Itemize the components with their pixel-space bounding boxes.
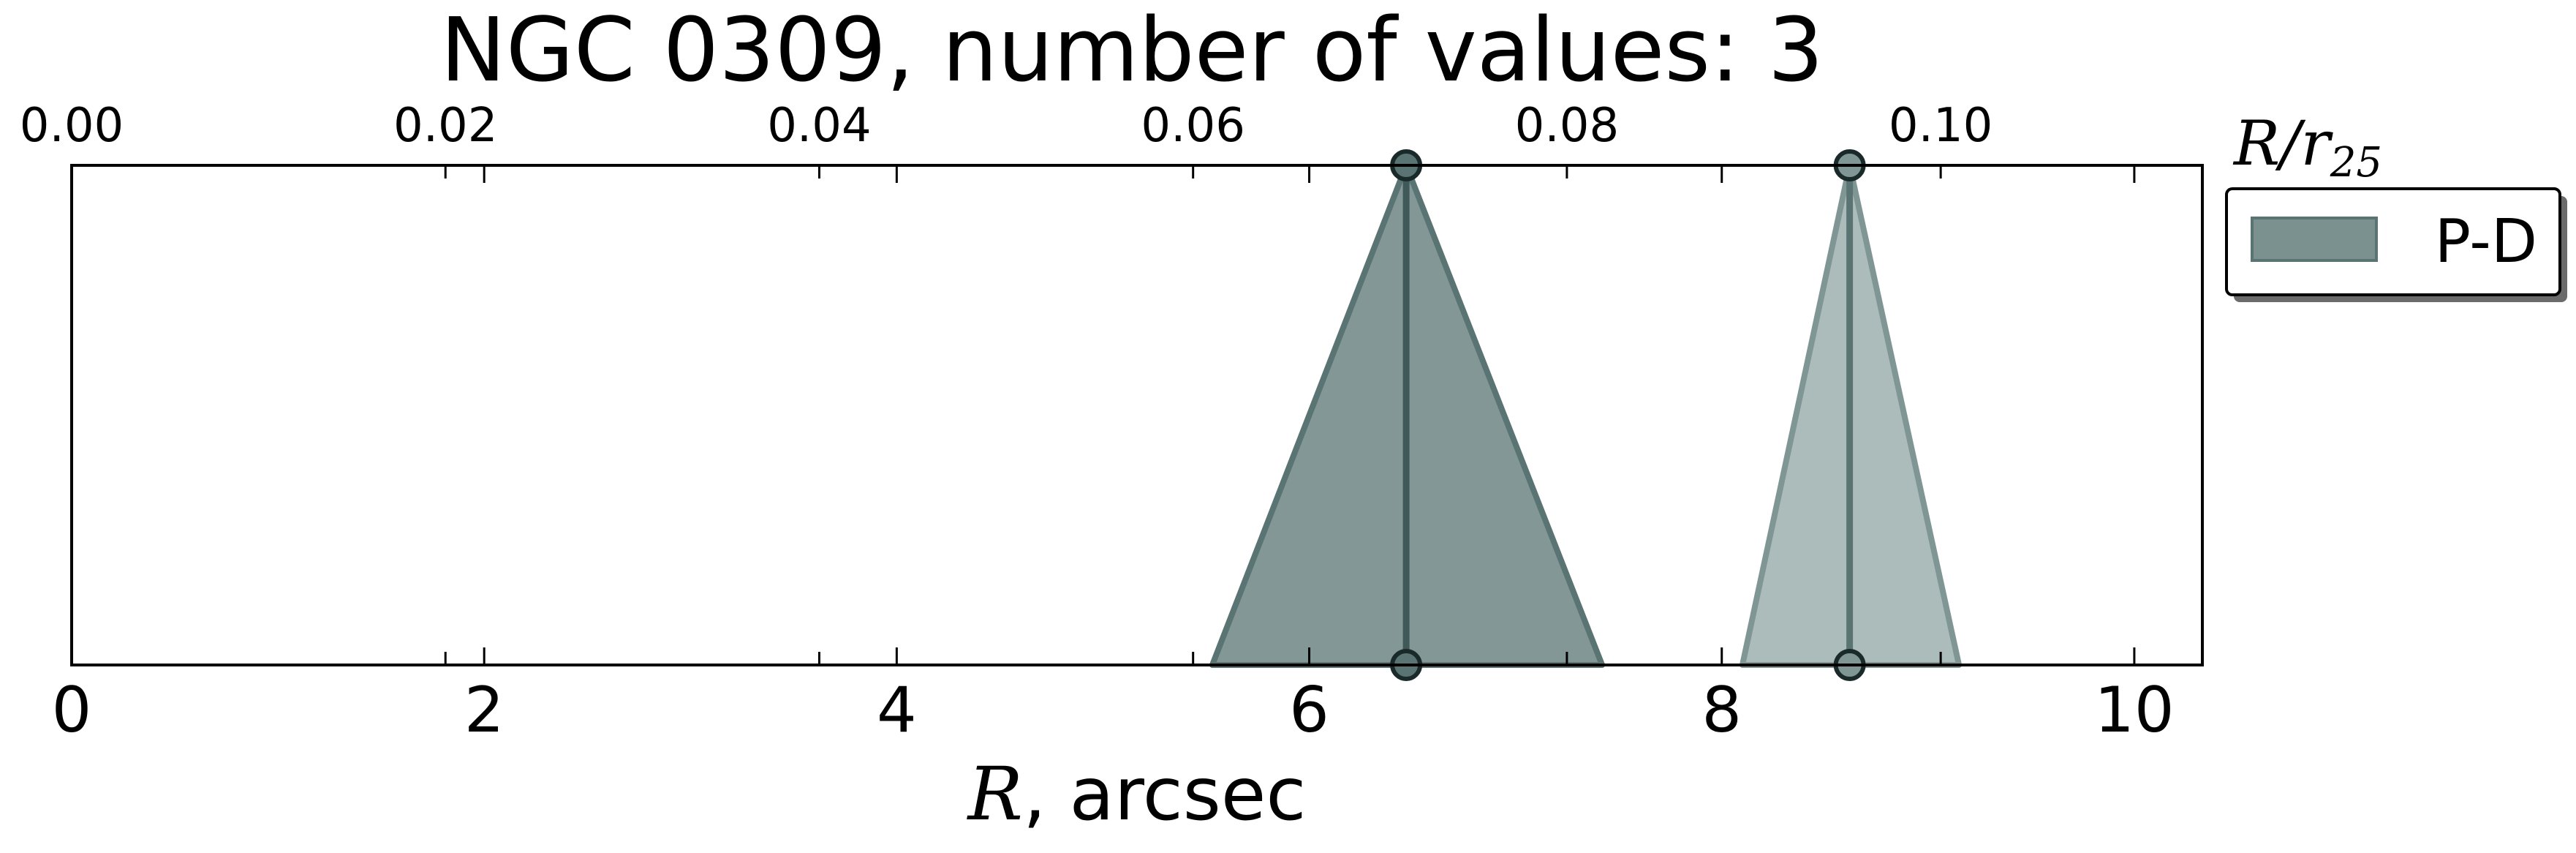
plot-area xyxy=(1209,149,1963,681)
legend: P-D xyxy=(2225,187,2567,302)
top-tick-label: 0.02 xyxy=(393,99,498,153)
top-axis-label: R/r25 xyxy=(2232,108,2382,187)
x-axis-label-suffix: , arcsec xyxy=(1023,751,1306,837)
series-0 xyxy=(1209,149,1606,681)
top-axis-label-subscript: 25 xyxy=(2330,139,2382,187)
x-axis-label-symbol: R xyxy=(967,751,1023,837)
top-tick-label: 0.00 xyxy=(20,99,124,153)
chart-title: NGC 0309, number of values: 3 xyxy=(440,0,1824,102)
top-tick-label: 0.08 xyxy=(1515,99,1620,153)
x-axis-label: R, arcsec xyxy=(967,751,1307,837)
svg-text:R, arcsec: R, arcsec xyxy=(967,751,1307,837)
bottom-tick-label: 4 xyxy=(877,674,917,747)
bottom-tick-label: 6 xyxy=(1289,674,1329,747)
bottom-tick-label: 0 xyxy=(52,674,92,747)
legend-label: P-D xyxy=(2435,207,2537,277)
series-1 xyxy=(1739,149,1963,681)
bottom-tick-label: 2 xyxy=(464,674,505,747)
bottom-tick-label: 8 xyxy=(1701,674,1742,747)
legend-swatch xyxy=(2251,217,2378,262)
bottom-axis-ticks: 0 2 4 6 8 10 xyxy=(52,165,2175,747)
top-axis-ticks: 0.00 0.02 0.04 0.06 0.08 0.10 xyxy=(20,99,1993,665)
svg-text:R/r25: R/r25 xyxy=(2232,108,2382,187)
bottom-tick-label: 10 xyxy=(2094,674,2174,747)
top-tick-label: 0.04 xyxy=(767,99,872,153)
plot-frame xyxy=(70,164,2204,666)
top-tick-label: 0.10 xyxy=(1889,99,1993,153)
legend-box xyxy=(2225,187,2561,296)
top-tick-label: 0.06 xyxy=(1141,99,1245,153)
top-axis-label-symbol: R/r xyxy=(2232,108,2334,179)
